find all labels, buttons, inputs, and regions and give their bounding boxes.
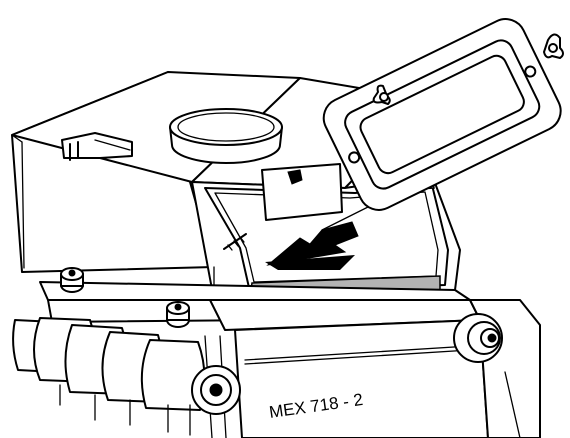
large-nut-left-icon (191, 365, 241, 415)
insertion-arrow-icon (265, 204, 373, 270)
side-screw-icon (223, 233, 247, 251)
wing-nut-left-icon (372, 84, 391, 105)
flange-nut-left (60, 267, 84, 293)
flue-collar (169, 108, 283, 164)
inspection-cover (322, 18, 562, 211)
cover-bolt-hole-right (524, 65, 537, 78)
boiler-sections (12, 317, 206, 436)
boiler-front-body (204, 319, 489, 438)
wing-nut-right-icon (543, 33, 564, 59)
hinge-clip (61, 132, 133, 161)
cover-bolt-hole-left (348, 151, 361, 164)
flange-nut-middle (166, 301, 190, 328)
inner-cover-plate (261, 163, 343, 221)
large-nut-right-icon (453, 313, 503, 363)
